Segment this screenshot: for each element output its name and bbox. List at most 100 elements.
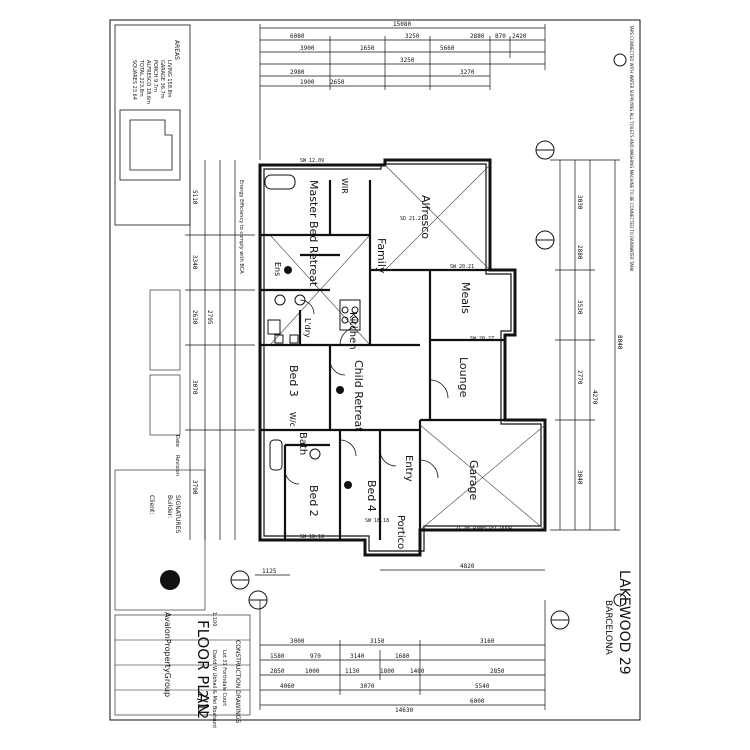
dim-bottom-b: 3150: [370, 638, 385, 645]
sw-code-4: SW 20.27: [470, 336, 494, 342]
dim-left-a: 5110: [191, 190, 198, 205]
dim-bottom-c: 3160: [480, 638, 495, 645]
dim-right-d: 2770: [576, 370, 583, 385]
corner-note: TAPS CONNECTED WITH WATER SUPPLYING ALL …: [629, 24, 634, 272]
dim-portico-offset: 1125: [262, 568, 277, 575]
room-bed2: Bed 2: [307, 485, 320, 517]
dim-top-f: 2420: [512, 33, 527, 40]
dim-bottom-j: 1130: [345, 668, 360, 675]
section-markers: [230, 53, 627, 630]
sheet-number: 2/12: [194, 690, 209, 719]
dim-bottom-i: 1000: [305, 668, 320, 675]
dim-right-total: 8040: [616, 335, 623, 350]
dim-top-h: 1650: [360, 45, 375, 52]
sw-code-6: SW 18.18: [365, 518, 389, 524]
room-ldry: L'dry: [303, 318, 312, 338]
dim-bottom-h: 2850: [270, 668, 285, 675]
dim-top-l: 2650: [330, 79, 345, 86]
room-lounge: Lounge: [457, 357, 470, 398]
dim-bottom-q: 6000: [470, 698, 485, 705]
area-line-5: TOTAL 223.8m: [138, 59, 144, 97]
client-label: Client:: [148, 495, 155, 514]
right-dimensions: [550, 159, 620, 531]
top-dimensions: [259, 24, 546, 160]
room-child: Child Retreat: [352, 360, 365, 432]
company-logo: [160, 570, 180, 590]
door-swings: [284, 299, 449, 485]
dim-bottom-f: 3140: [350, 653, 365, 660]
bottom-dimensions: [255, 569, 546, 710]
notes-column: [114, 289, 251, 716]
dim-bottom-m: 2850: [490, 668, 505, 675]
dim-top-d: 2880: [470, 33, 485, 40]
room-kitchen: Kitchen: [347, 312, 358, 350]
room-bed4: Bed 4: [365, 480, 378, 512]
rev-revision-label: Revision: [174, 455, 180, 476]
room-alfresco: Alfresco: [419, 195, 432, 239]
smoke-detectors: [284, 266, 352, 489]
dim-bottom-total: 14630: [395, 707, 413, 714]
interior-walls: [260, 180, 545, 540]
dim-top-e: 870: [495, 33, 506, 40]
room-ens: Ens: [273, 262, 282, 276]
room-bed3: Bed 3: [287, 365, 300, 397]
title-block: LAKEWOOD 29 BARCELONA FLOOR PLAN 2/12 CO…: [131, 24, 634, 728]
client-name: David W Ubhail & Mei Boatsunt: [211, 650, 217, 728]
area-line-3: PORCH 9.7m: [152, 60, 158, 92]
dim-top-k: 1900: [300, 79, 315, 86]
room-labels: Alfresco Master Bed Retreat Family Meals…: [273, 178, 480, 549]
dim-bottom-o: 3070: [360, 683, 375, 690]
dim-bottom-l: 1400: [410, 668, 425, 675]
misc-labels: 21.48 PANELIFT DOOR SW 12.09 SD 21.21 SW…: [300, 158, 513, 540]
area-line-1: LIVING 158.8m: [166, 60, 172, 98]
dim-bottom-n: 4060: [280, 683, 295, 690]
room-bath: Bath: [297, 432, 308, 455]
dim-right-e: 3040: [576, 470, 583, 485]
rev-date-label: Date: [174, 435, 180, 447]
dim-right-a: 3030: [576, 195, 583, 210]
dim-top-b: 3250: [405, 33, 420, 40]
dim-right-b: 2880: [576, 245, 583, 260]
dim-bottom-a: 3000: [290, 638, 305, 645]
dim-right-f: 4270: [591, 390, 598, 405]
dim-bottom-g: 1680: [395, 653, 410, 660]
dim-top-g: 3900: [300, 45, 315, 52]
dim-left-c: 2630: [191, 310, 198, 325]
dim-top-j: 2980: [290, 69, 305, 76]
project-subtitle: BARCELONA: [603, 600, 613, 656]
sw-code-3: SW 20.21: [450, 264, 474, 270]
area-line-6: SQUARES 23.64: [131, 60, 137, 100]
dim-bottom-p: 5540: [475, 683, 490, 690]
room-meals: Meals: [459, 282, 472, 314]
project-name: LAKEWOOD 29: [616, 570, 632, 675]
room-garage: Garage: [467, 460, 480, 501]
dim-bottom-e: 970: [310, 653, 321, 660]
dim-left-f: 3790: [191, 480, 198, 495]
dim-right-c: 3530: [576, 300, 583, 315]
scale-text: 1:100: [211, 612, 217, 626]
signatures-title: SIGNATURES: [174, 495, 181, 533]
room-portico: Portico: [395, 515, 406, 549]
room-wir: WIR: [340, 178, 349, 194]
area-line-4: ALFRESCO 18.6m: [145, 60, 151, 104]
dim-bottom-k: 1800: [380, 668, 395, 675]
dim-left-b: 3340: [191, 255, 198, 270]
areas-title: AREAS: [173, 40, 180, 60]
dim-left-d: 2795: [206, 310, 213, 325]
dim-left-e: 3070: [191, 380, 198, 395]
company-name: AvalonPropertyGroup: [163, 612, 172, 697]
dim-top-i: 3250: [400, 57, 415, 64]
sw-code-1: SW 12.09: [300, 158, 324, 164]
fixtures: [264, 174, 361, 471]
stamp-text: CONSTRUCTION DRAWINGS: [234, 640, 241, 723]
sheet-title: FLOOR PLAN: [194, 620, 212, 714]
left-dimensions: [185, 160, 255, 540]
dim-top-m: 3270: [460, 69, 475, 76]
dim-bottom-d: 1580: [270, 653, 285, 660]
room-wc: W/c: [288, 412, 297, 427]
dim-top-c: 5660: [440, 45, 455, 52]
sheet-border: [109, 19, 641, 721]
sw-code-5: SW 18.18: [300, 534, 324, 540]
room-family: Family: [375, 238, 388, 274]
